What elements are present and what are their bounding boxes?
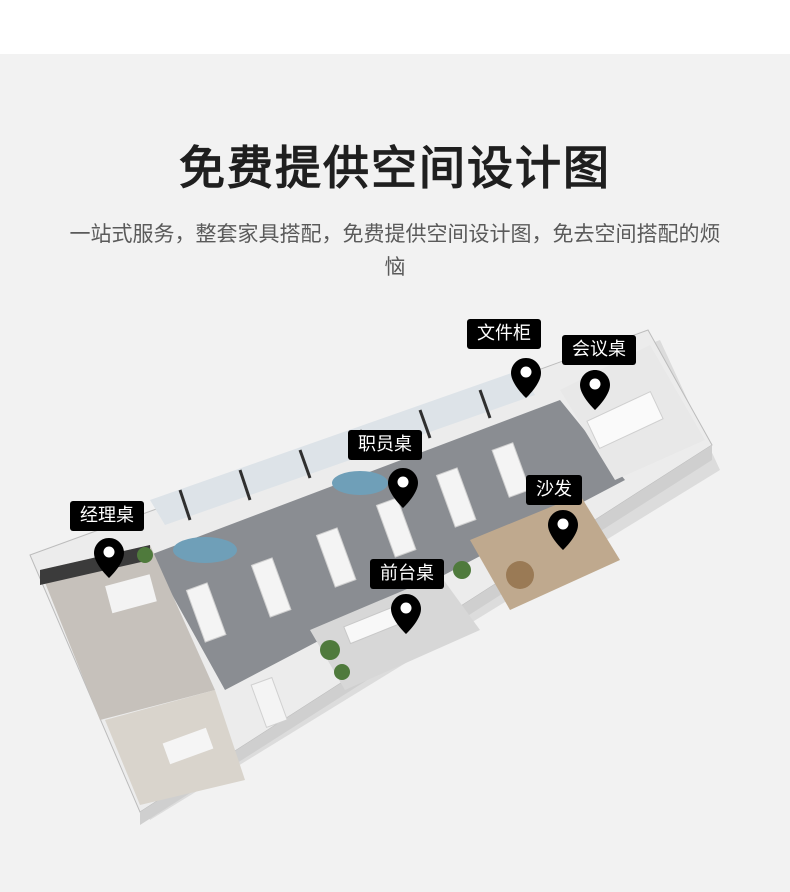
conference-table (586, 390, 664, 450)
page-description: 一站式服务，整套家具搭配，免费提供空间设计图，免去空间搭配的烦恼 (69, 222, 721, 279)
sofa-left (173, 537, 237, 563)
label-meeting-table: 会议桌 (562, 335, 636, 365)
sofa-right (332, 471, 388, 495)
plants (137, 547, 471, 680)
manager-desk-shape (105, 574, 157, 614)
staff-desks (185, 442, 531, 729)
top-banner (0, 0, 790, 54)
reception-area (310, 575, 480, 690)
label-file-cabinet: 文件柜 (467, 319, 541, 349)
label-reception-desk: 前台桌 (370, 559, 444, 589)
manager-room-floor (40, 545, 215, 720)
round-table (506, 561, 534, 589)
small-meeting-table (162, 727, 214, 765)
label-staff-desk: 职员桌 (348, 430, 422, 460)
label-manager-desk: 经理桌 (70, 501, 144, 531)
page-title: 免费提供空间设计图 (179, 141, 611, 195)
label-sofa: 沙发 (526, 475, 582, 505)
